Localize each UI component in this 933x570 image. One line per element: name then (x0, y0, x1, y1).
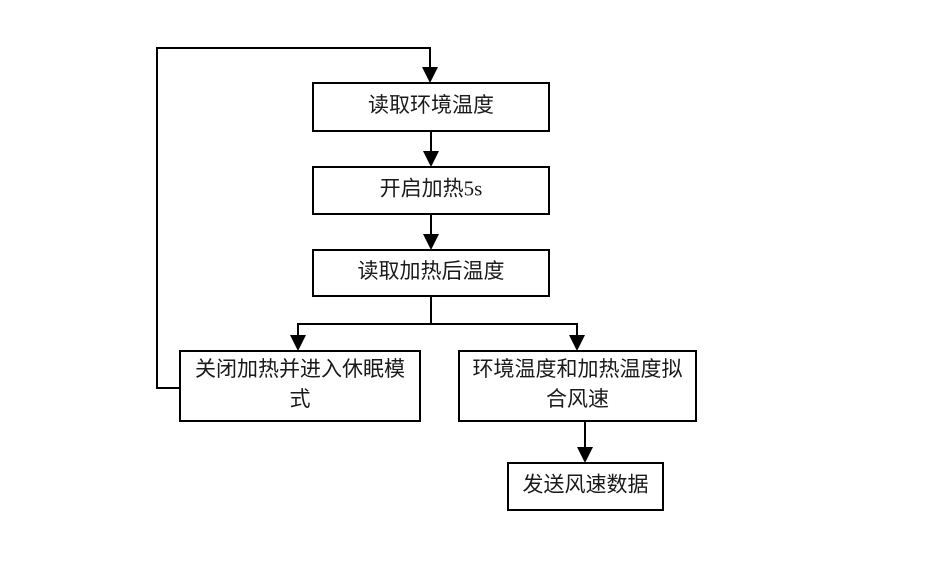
flow-edge (156, 47, 438, 389)
flow-node-stop-heating-sleep[interactable]: 关闭加热并进入休眠模式 (179, 350, 421, 422)
node-label: 读取环境温度 (368, 93, 494, 117)
arrow-head-icon (569, 335, 585, 351)
flow-edge (423, 214, 439, 250)
node-shape-rectangle[interactable] (312, 82, 550, 132)
flow-edge (577, 421, 593, 463)
flow-node-read-ambient-temp[interactable]: 读取环境温度 (312, 82, 550, 132)
arrow-head-icon (422, 67, 438, 83)
edge-line (156, 47, 431, 389)
flow-edge (423, 131, 439, 167)
node-shape-rectangle[interactable] (179, 350, 421, 422)
node-shape-rectangle[interactable] (312, 249, 550, 297)
edge-line (431, 323, 578, 344)
flow-node-fit-wind-speed[interactable]: 环境温度和加热温度拟合风速 (458, 350, 697, 422)
flow-edge (290, 296, 432, 351)
node-shape-rectangle[interactable] (312, 166, 550, 215)
arrow-head-icon (423, 151, 439, 167)
arrow-head-icon (290, 335, 306, 351)
arrow-head-icon (577, 447, 593, 463)
flow-node-start-heating-5s[interactable]: 开启加热5s (312, 166, 550, 215)
flow-node-send-wind-data[interactable]: 发送风速数据 (507, 462, 664, 511)
flow-node-read-heated-temp[interactable]: 读取加热后温度 (312, 249, 550, 297)
node-shape-rectangle[interactable] (507, 462, 664, 511)
edge-line (297, 296, 432, 344)
node-shape-rectangle[interactable] (458, 350, 697, 422)
node-label: 关闭加热并进入休眠模式 (195, 357, 405, 411)
arrow-head-icon (423, 234, 439, 250)
edges-layer (156, 47, 593, 463)
flow-edge (431, 323, 585, 351)
node-label: 读取加热后温度 (358, 259, 505, 283)
node-label: 发送风速数据 (523, 472, 649, 496)
node-label: 开启加热5s (380, 176, 483, 200)
node-label: 环境温度和加热温度拟合风速 (473, 357, 683, 411)
